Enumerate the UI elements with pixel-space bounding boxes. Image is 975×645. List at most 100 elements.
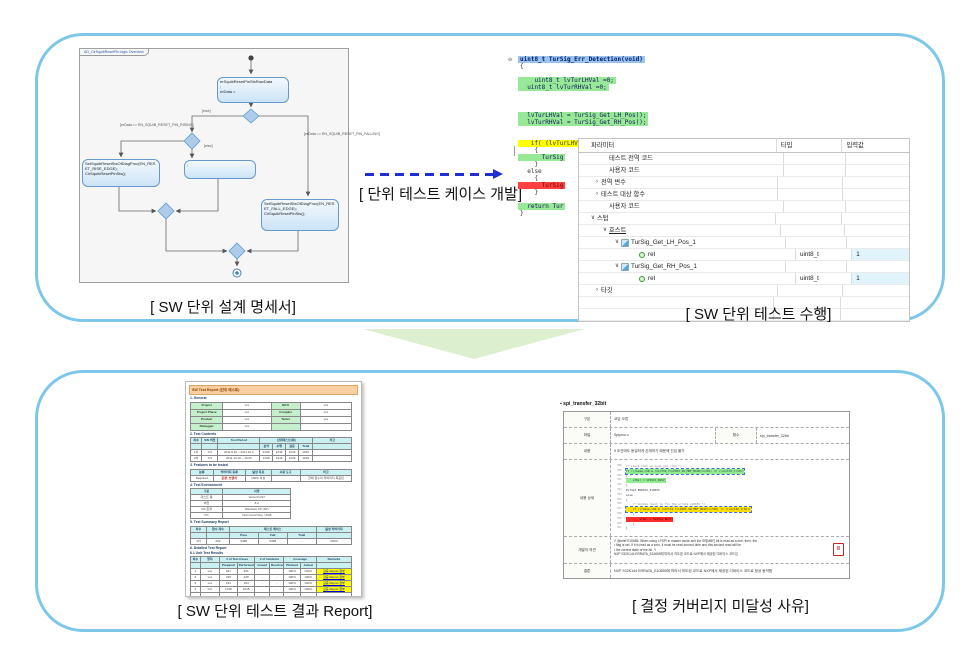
report-cell: xxx — [299, 415, 353, 424]
type-cell — [776, 189, 842, 200]
tree-row[interactable]: ›전역 변수 — [579, 177, 909, 189]
line-number: 395 — [617, 497, 622, 501]
type-cell — [779, 225, 844, 236]
coverage-code-line: 399 stBsr = SPISTA_BUSY; — [617, 516, 674, 522]
tree-item-label: ret — [648, 251, 656, 258]
tree-row[interactable]: ∨TurSig_Get_RH_Pos_1 — [579, 261, 909, 273]
type-cell: uint8_t — [795, 273, 851, 284]
report-cell: 1049 — [272, 455, 287, 463]
report-cell: 0.9 — [201, 455, 219, 463]
transition-label-else-2: [else] — [204, 144, 213, 148]
column-header-type[interactable]: 타입 — [775, 139, 842, 152]
type-cell — [776, 177, 842, 188]
chevron-down-icon[interactable]: ∨ — [614, 239, 620, 245]
tree-row[interactable]: ∨TurSig_Get_LH_Pos_1 — [579, 237, 909, 249]
tree-row[interactable]: ∨호스트 — [579, 225, 909, 237]
type-cell — [784, 237, 846, 248]
tree-row[interactable]: 사용자 코드 — [579, 165, 909, 177]
code-line: { — [520, 63, 524, 70]
line-number: 393 — [617, 487, 622, 491]
chevron-right-icon[interactable]: › — [596, 179, 598, 185]
report-cell: 100% — [315, 537, 353, 545]
code-fold-icon[interactable]: ⊖ — [508, 57, 513, 63]
report-cell: 전체 함수의 커버리지 목표임 — [299, 474, 353, 482]
dev-arrow-line — [365, 173, 493, 176]
coverage-code-line: 398 { — [617, 511, 635, 516]
input-value-cell — [845, 261, 909, 272]
tree-row[interactable]: ∨스텁 — [579, 213, 909, 225]
chevron-down-icon[interactable]: ∨ — [602, 227, 608, 233]
code-line — [518, 91, 910, 98]
report-cell — [270, 474, 301, 482]
report-cell: 5498 — [228, 537, 259, 545]
report-cell: xxx — [222, 415, 272, 424]
coverage-code-line: 388/* Check that we have got /req */ — [617, 464, 682, 468]
input-value-cell[interactable]: 1 — [851, 249, 909, 260]
report-cell: Required — [190, 474, 214, 482]
input-value-cell[interactable]: 1 — [851, 273, 909, 284]
code-line: } — [520, 210, 524, 217]
report-cell: 2011.10.19 ~ 10.26 — [217, 455, 261, 463]
coverage-code-line: 392} — [617, 483, 628, 488]
state-fall-edge: SetSquibResetStsOfDiagProc(EN_RESET_FALL… — [261, 199, 339, 231]
chevron-right-icon[interactable]: › — [596, 287, 598, 293]
pdf-attachment-icon[interactable]: ≣ — [833, 543, 844, 556]
report-cell: 1차 — [189, 537, 208, 545]
chevron-right-icon[interactable]: › — [596, 191, 598, 197]
input-value-cell — [839, 297, 909, 308]
tree-row[interactable]: 테스트 전역 코드 — [579, 153, 909, 165]
chevron-down-icon[interactable]: ∨ — [614, 263, 620, 269]
line-number: 397 — [617, 507, 622, 511]
top-panel: AD_ClrSquibResetPin logic Overview — [35, 33, 945, 323]
report-cell: 1049 — [259, 455, 274, 463]
diagram-tab-title: AD_ClrSquibResetPin logic Overview — [80, 49, 149, 56]
type-cell — [772, 309, 840, 320]
tree-row[interactable] — [579, 309, 909, 321]
line-number: 399 — [617, 516, 622, 520]
report-section-heading: 6. Detailed Test Report — [190, 545, 227, 550]
value-file: Spiproc.c — [614, 433, 629, 438]
code-line: uint8_t lvTurLHVal =0; — [518, 77, 616, 84]
input-value-cell — [841, 189, 909, 200]
report-section-heading: 5. Test Summary Report — [190, 520, 229, 525]
coverage-doc-table: 구분 코딩 오류 파일 Spiproc.c 함수 spi_transfer_32… — [563, 411, 850, 579]
tree-row[interactable]: ›테스트 대상 함수 — [579, 189, 909, 201]
report-cell — [299, 592, 317, 596]
initial-state-node — [248, 55, 254, 61]
merge-diamond-2 — [228, 242, 246, 260]
state-rise-edge: SetSquibResetStsOfDiagProc(EN_RESET_RISE… — [82, 159, 160, 187]
line-number: 396 — [617, 502, 622, 506]
tree-row[interactable] — [579, 297, 909, 309]
row-conclusion: 결론 NXP S32K144 ERRATA_E10655에 따라서 의도된 코드… — [564, 564, 849, 578]
report-cell — [283, 592, 301, 596]
input-value-cell — [841, 285, 909, 296]
column-header-value[interactable]: 입력값 — [841, 139, 909, 152]
label-summary: 내용 — [564, 444, 611, 459]
state-diagram: AD_ClrSquibResetPin logic Overview — [79, 48, 380, 283]
coverage-code-line: 400 } — [617, 521, 635, 526]
report-cell — [236, 592, 256, 596]
code-line — [518, 70, 910, 77]
column-header-parameter[interactable]: 파라미터 — [591, 142, 615, 149]
report-cell: Project — [189, 401, 224, 410]
code-line: TurSig — [518, 182, 566, 189]
tree-row[interactable]: 사용자 코드 — [579, 201, 909, 213]
tree-item-label: 사용자 코드 — [609, 167, 640, 174]
arrow-label: [ 단위 테스트 케이스 개발] — [358, 186, 522, 203]
report-subsection-heading: 6.1 Unit Test Results — [190, 550, 224, 555]
report-cell: 292 — [206, 537, 230, 545]
report-cell: xxx — [222, 422, 272, 431]
report-section-heading: 1. General — [190, 396, 207, 400]
chevron-down-icon[interactable]: ∨ — [590, 215, 596, 221]
code-line: uint8_t lvTurRHVal =0; — [518, 84, 609, 91]
tree-item-label: 호스트 — [609, 227, 627, 234]
report-section-heading: 3. Features to be tested — [190, 463, 228, 468]
tree-row[interactable]: ›타깃 — [579, 285, 909, 297]
